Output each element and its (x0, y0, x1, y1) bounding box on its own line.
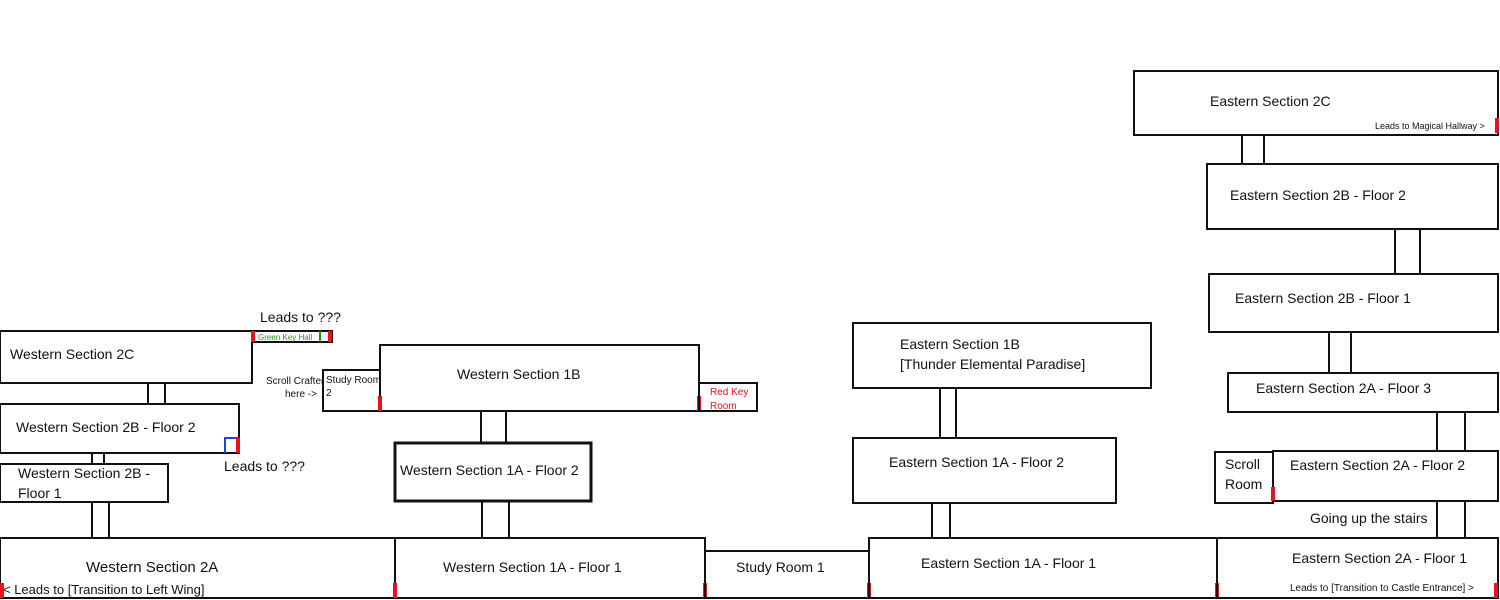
room-western-2b-floor-1: Western Section 2B - Floor 1 (0, 463, 169, 503)
room-eastern-1b: Eastern Section 1B [Thunder Elemental Pa… (852, 322, 1152, 389)
room-label: Eastern Section 2A - Floor 2 (1290, 457, 1465, 473)
room-label: Eastern Section 1A - Floor 1 (921, 555, 1096, 571)
exit-left-wing: < Leads to [Transition to Left Wing] (3, 582, 205, 597)
room-western-1a-floor-1: Western Section 1A - Floor 1 (393, 537, 707, 599)
room-red-key: Red Key Room (698, 382, 758, 412)
room-label-line2: Floor 1 (18, 485, 62, 501)
scroll-crafter-note: Scroll Crafter (266, 376, 325, 387)
green-key-hall-label: Green Key Hall (258, 333, 312, 342)
room-label: Western Section 1A - Floor 2 (400, 462, 579, 478)
room-label: Eastern Section 2B - Floor 1 (1235, 290, 1411, 306)
room-label: Study Room 1 (736, 559, 825, 575)
room-label-line1: Study Room (326, 375, 381, 386)
room-western-1a-floor-2: Western Section 1A - Floor 2 (393, 441, 593, 503)
room-label: Eastern Section 2C (1210, 93, 1331, 109)
room-eastern-2a-floor-1: Eastern Section 2A - Floor 1 Leads to [T… (1216, 537, 1499, 599)
room-western-2c: Western Section 2C (0, 330, 253, 384)
room-label: Western Section 2B - Floor 2 (16, 419, 196, 435)
room-study-room-2: Study Room 2 (322, 369, 381, 412)
room-scroll-room: Scroll Room (1214, 451, 1275, 504)
room-label-line1: Red Key (710, 387, 748, 398)
room-label-line2: Room (1225, 476, 1262, 492)
room-eastern-2a-floor-2: Eastern Section 2A - Floor 2 (1272, 450, 1499, 502)
room-eastern-1a-floor-2: Eastern Section 1A - Floor 2 (852, 437, 1117, 504)
room-label-line2: [Thunder Elemental Paradise] (900, 356, 1085, 372)
exit-castle-entrance: Leads to [Transition to Castle Entrance]… (1290, 583, 1474, 594)
room-study-room-1: Study Room 1 (704, 550, 871, 599)
stairs-note: Going up the stairs (1310, 510, 1428, 526)
room-label: Western Section 2C (10, 346, 134, 362)
room-label: Eastern Section 2A - Floor 1 (1292, 550, 1467, 566)
room-label-line1: Western Section 2B - (18, 465, 150, 481)
green-key-hall: Green Key Hall (251, 330, 333, 343)
room-label-line2: Room (710, 401, 737, 412)
room-eastern-1a-floor-1: Eastern Section 1A - Floor 1 (868, 537, 1219, 599)
room-label: Eastern Section 2A - Floor 3 (1256, 380, 1431, 396)
room-eastern-2b-floor-2: Eastern Section 2B - Floor 2 (1206, 163, 1499, 230)
room-eastern-2a-floor-3: Eastern Section 2A - Floor 3 (1227, 372, 1499, 413)
scroll-crafter-arrow: here -> (285, 389, 317, 400)
room-eastern-2c: Eastern Section 2C Leads to Magical Hall… (1133, 70, 1499, 136)
room-label: Eastern Section 2B - Floor 2 (1230, 187, 1406, 203)
room-label-line1: Eastern Section 1B (900, 336, 1020, 352)
room-western-2b-floor-2: Western Section 2B - Floor 2 (0, 403, 240, 454)
room-eastern-2b-floor-1: Eastern Section 2B - Floor 1 (1208, 273, 1499, 333)
room-label: Western Section 1A - Floor 1 (443, 559, 622, 575)
exit-magical-hallway: Leads to Magical Hallway > (1375, 121, 1485, 131)
room-label: Western Section 1B (457, 366, 580, 382)
leads-unknown-mid: Leads to ??? (224, 458, 305, 474)
room-label-line1: Scroll (1225, 456, 1260, 472)
room-western-1b: Western Section 1B (378, 344, 701, 412)
room-western-2a: Western Section 2A < Leads to [Transitio… (0, 537, 396, 599)
room-label: Eastern Section 1A - Floor 2 (889, 454, 1064, 470)
leads-unknown-top: Leads to ??? (260, 309, 341, 325)
room-label: Western Section 2A (86, 559, 218, 576)
room-label-line2: 2 (326, 388, 332, 399)
